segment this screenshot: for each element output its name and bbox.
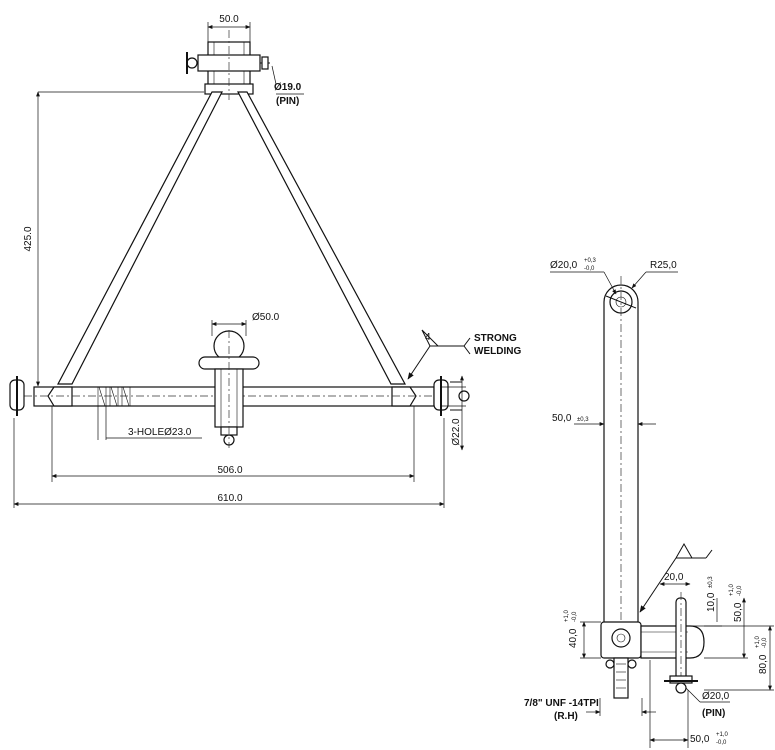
bar-width-label: 50,0: [552, 413, 572, 424]
weld-note-line1: STRONG: [474, 333, 517, 344]
dim-80-tol-lower: -0,0: [762, 637, 768, 648]
ball-diameter-label: Ø50.0: [252, 312, 280, 323]
ball-hitch: [198, 330, 260, 448]
top-bracket: [186, 30, 270, 100]
inner-width-dimension: 506.0: [217, 465, 242, 476]
front-labels: 50.0 Ø19.0 (PIN) 425.0 Ø50.0 4 STRONG WE…: [23, 14, 521, 504]
dim-top-width: 50.0: [219, 14, 239, 25]
dim-80: 80,0: [758, 654, 769, 674]
pivot-diameter-label: Ø20,0: [550, 260, 578, 271]
weld-symbol: [407, 329, 471, 380]
side-labels: Ø20,0 +0,3 -0,0 R25,0 50,0 ±0,3 20,0 10,…: [524, 258, 769, 746]
dim-50-right-tol-upper: +1,0: [729, 583, 735, 596]
pin-label: (PIN): [276, 96, 299, 107]
side-view: Ø20,0 +0,3 -0,0 R25,0 50,0 ±0,3 20,0 10,…: [524, 258, 774, 748]
dim-20: 20,0: [664, 572, 684, 583]
thread-spec: 7/8" UNF -14TPI: [524, 698, 599, 709]
bar-width-tol: ±0,3: [577, 417, 589, 423]
side-dimensions: [550, 271, 774, 748]
dim-40: 40,0: [568, 628, 579, 648]
overall-width-dimension: 610.0: [217, 493, 242, 504]
dim-50-right-tol-lower: -0,0: [737, 585, 743, 596]
pivot-tol-upper: +0,3: [584, 258, 597, 264]
dim-40-tol-upper: +1,0: [564, 609, 570, 622]
dim-40-tol-lower: -0,0: [572, 611, 578, 622]
dim-80-tol-upper: +1,0: [755, 635, 761, 648]
front-dimensions: [13, 22, 466, 508]
bar-diameter-label: Ø22.0: [451, 418, 462, 446]
triangle-frame: [57, 91, 407, 385]
dim-10-tol: ±0,3: [708, 576, 714, 588]
dim-10: 10,0: [706, 592, 717, 612]
side-bar: [603, 276, 639, 680]
side-pin-diameter: Ø20,0: [702, 691, 730, 702]
height-dimension: 425.0: [23, 226, 34, 251]
dim-50-bottom-tol-upper: +1,0: [716, 732, 729, 738]
weld-number: 4: [425, 332, 431, 343]
dim-50-bottom-tol-lower: -0,0: [716, 740, 727, 746]
pivot-tol-lower: -0,0: [584, 266, 595, 272]
side-pin-label: (PIN): [702, 708, 725, 719]
front-view: 50.0 Ø19.0 (PIN) 425.0 Ø50.0 4 STRONG WE…: [9, 14, 521, 508]
thread-direction: (R.H): [554, 711, 578, 722]
dim-50-bottom: 50,0: [690, 734, 710, 745]
radius-label: R25,0: [650, 260, 677, 271]
pin-diameter-label: Ø19.0: [274, 82, 302, 93]
weld-note-line2: WELDING: [474, 346, 521, 357]
holes-label: 3-HOLEØ23.0: [128, 427, 192, 438]
dim-50-right: 50,0: [733, 602, 744, 622]
side-clevis: [600, 592, 705, 699]
